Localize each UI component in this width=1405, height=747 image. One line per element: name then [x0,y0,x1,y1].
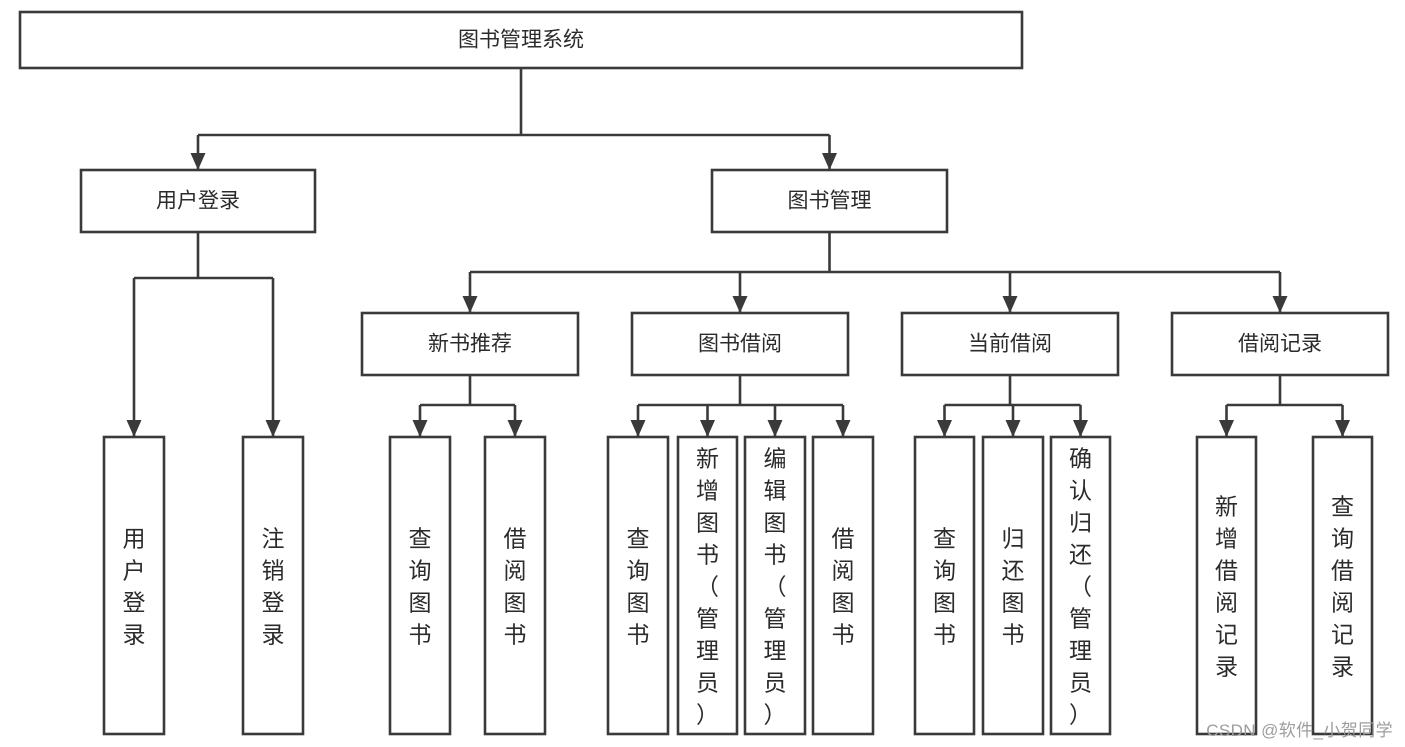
arrow-head-icon [1073,420,1088,437]
node-box [388,435,452,736]
arrow-head-icon [630,420,646,437]
node-box [483,435,547,736]
node-label: 查询借阅记录 [1331,493,1354,679]
node-return-book[interactable]: 归还图书 [981,435,1045,736]
node-edit-book[interactable]: 编辑图书（管理员） [743,435,807,736]
node-box [102,435,166,736]
node-label: 确认归还（管理员） [1069,445,1092,727]
node-confirm-return[interactable]: 确认归还（管理员） [1049,435,1112,736]
arrow-head-icon [1002,296,1018,313]
node-box [1170,311,1390,377]
node-box [606,435,670,736]
arrow-head-icon [822,153,837,170]
arrow-head-icon [1219,420,1234,437]
node-root[interactable]: 图书管理系统 [18,10,1024,70]
node-label: 用户登录 [156,190,240,213]
node-box [18,10,1024,70]
node-box [900,311,1120,377]
node-book-borrow[interactable]: 图书借阅 [630,311,850,377]
node-label: 借阅图书 [832,525,855,647]
arrow-head-icon [190,153,206,170]
node-borrow-records[interactable]: 借阅记录 [1170,311,1390,377]
node-label: 新增图书（管理员） [696,445,719,727]
node-label: 图书管理 [788,190,872,213]
node-label: 借阅图书 [504,525,527,647]
node-box [360,311,580,377]
node-box [811,435,875,736]
node-box [79,168,317,234]
node-user-login-do[interactable]: 用户登录 [102,435,166,736]
node-box [710,168,949,234]
arrow-head-icon [1335,420,1350,437]
node-borrow-book-1[interactable]: 借阅图书 [483,435,547,736]
node-book-management[interactable]: 图书管理 [710,168,949,234]
node-user-logout[interactable]: 注销登录 [241,435,305,736]
node-label: 图书管理系统 [458,29,584,52]
arrow-head-icon [462,296,478,313]
node-new-book-recommend[interactable]: 新书推荐 [360,311,580,377]
arrow-head-icon [507,420,523,437]
arrow-head-icon [937,420,952,437]
arrow-head-icon [412,420,428,437]
connectors-layer [126,68,1350,437]
node-label: 借阅记录 [1238,333,1322,356]
node-label: 查询图书 [933,525,956,647]
nodes-layer: 图书管理系统用户登录图书管理用户登录注销登录新书推荐查询图书借阅图书图书借阅查询… [18,10,1390,736]
node-label: 注销登录 [262,525,285,647]
arrow-head-icon [265,420,281,437]
node-box [1195,435,1258,736]
node-label: 当前借阅 [968,333,1052,356]
node-current-borrow[interactable]: 当前借阅 [900,311,1120,377]
node-label: 图书借阅 [698,333,782,356]
node-label: 查询图书 [409,525,432,647]
node-box [676,435,739,736]
node-query-book-3[interactable]: 查询图书 [913,435,976,736]
arrow-head-icon [835,420,851,437]
node-borrow-book-2[interactable]: 借阅图书 [811,435,875,736]
arrow-head-icon [1005,420,1021,437]
node-add-book[interactable]: 新增图书（管理员） [676,435,739,736]
arrow-head-icon [732,296,748,313]
node-query-borrow-record[interactable]: 查询借阅记录 [1311,435,1374,736]
node-box [241,435,305,736]
node-label: 用户登录 [123,525,146,647]
node-box [913,435,976,736]
arrow-head-icon [700,420,715,437]
node-box [1049,435,1112,736]
arrow-head-icon [126,420,142,437]
node-query-book-2[interactable]: 查询图书 [606,435,670,736]
node-label: 编辑图书（管理员） [764,445,787,727]
node-label: 新增借阅记录 [1215,493,1238,679]
node-label: 查询图书 [627,525,650,647]
node-add-borrow-record[interactable]: 新增借阅记录 [1195,435,1258,736]
node-box [1311,435,1374,736]
arrow-head-icon [767,420,783,437]
node-box [630,311,850,377]
node-label: 归还图书 [1002,525,1025,647]
arrow-head-icon [1272,296,1288,313]
node-query-book-1[interactable]: 查询图书 [388,435,452,736]
node-box [743,435,807,736]
node-user-login[interactable]: 用户登录 [79,168,317,234]
node-box [981,435,1045,736]
node-label: 新书推荐 [428,333,512,356]
